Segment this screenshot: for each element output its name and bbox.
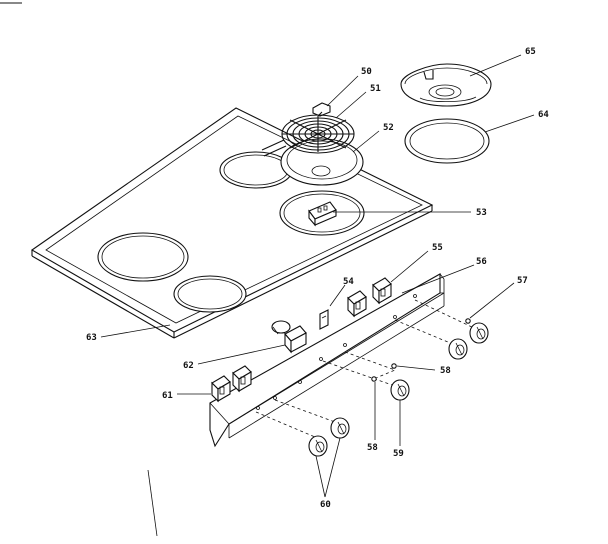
infinite-switch-right-b — [372, 277, 392, 305]
receptacle-block — [308, 201, 337, 227]
callout-59: 59 — [393, 449, 404, 459]
infinite-switch-left-a — [211, 375, 231, 403]
callout-52: 52 — [383, 123, 394, 133]
callout-60: 60 — [320, 500, 331, 510]
callout-58-right: 58 — [440, 366, 451, 376]
mounting-screw-a — [371, 376, 377, 382]
callout-63: 63 — [86, 333, 97, 343]
indicator-clip — [319, 309, 329, 330]
callout-51: 51 — [370, 84, 381, 94]
knob-right-b — [469, 322, 489, 344]
callout-65: 65 — [525, 47, 536, 57]
callout-61: 61 — [162, 391, 173, 401]
leader-lines — [100, 54, 535, 498]
callout-55: 55 — [432, 243, 443, 253]
mounting-screw-b — [391, 363, 397, 369]
callout-58-bottom: 58 — [367, 443, 378, 453]
knob-front-left-b — [330, 417, 350, 439]
trim-ring — [404, 118, 490, 164]
infinite-switch-right-a — [347, 290, 367, 318]
callout-labels: 50 51 52 53 54 55 56 57 58 58 59 60 61 6… — [86, 47, 549, 510]
knob-right-a — [448, 338, 468, 360]
burner-opening-front-left — [97, 232, 189, 282]
callout-56: 56 — [476, 257, 487, 267]
callout-53: 53 — [476, 208, 487, 218]
surface-element-coil — [261, 102, 355, 157]
knob-front-left-a — [308, 435, 328, 457]
knob-shaft-lines — [255, 299, 475, 438]
callout-50: 50 — [361, 67, 372, 77]
callout-62: 62 — [183, 361, 194, 371]
callout-57: 57 — [517, 276, 528, 286]
stray-line — [147, 469, 158, 537]
signal-light — [271, 320, 307, 354]
burner-opening-front-right — [173, 275, 247, 313]
callout-64: 64 — [538, 110, 549, 120]
callout-54: 54 — [343, 277, 354, 287]
mounting-screw-c — [465, 318, 471, 324]
control-panel — [209, 273, 445, 448]
infinite-switch-left-b — [232, 365, 252, 393]
knob-center — [390, 379, 410, 401]
drip-bowl — [400, 63, 492, 107]
